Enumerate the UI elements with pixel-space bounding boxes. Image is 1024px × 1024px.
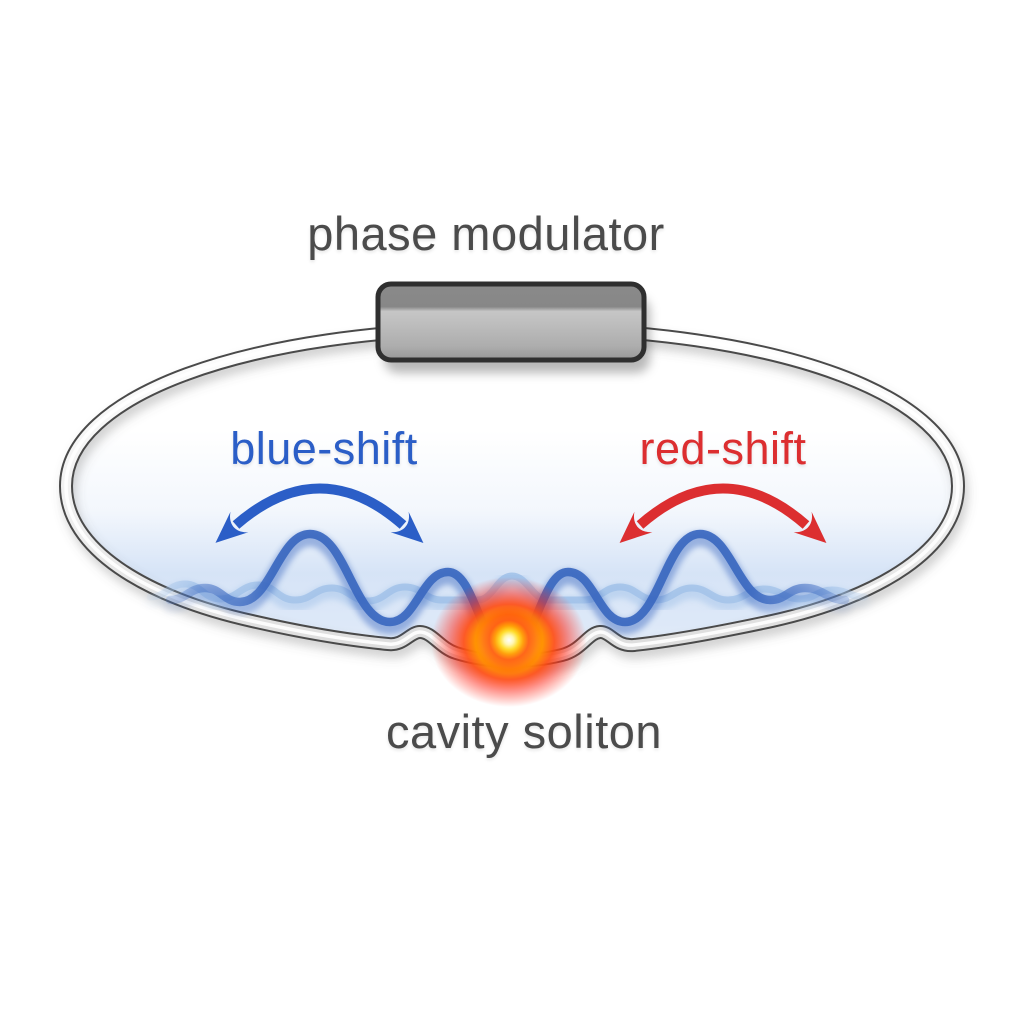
red-shift-label: red-shift (639, 423, 807, 474)
phase-modulator-label: phase modulator (307, 207, 665, 260)
red-shift-arrow-icon (619, 483, 827, 543)
blue-shift-arrow-icon (215, 483, 424, 543)
blue-shift-label: blue-shift (230, 423, 418, 474)
cavity-soliton-label: cavity soliton (385, 705, 663, 758)
phase-modulator-box (375, 281, 647, 363)
cavity-soliton-core (475, 606, 543, 674)
